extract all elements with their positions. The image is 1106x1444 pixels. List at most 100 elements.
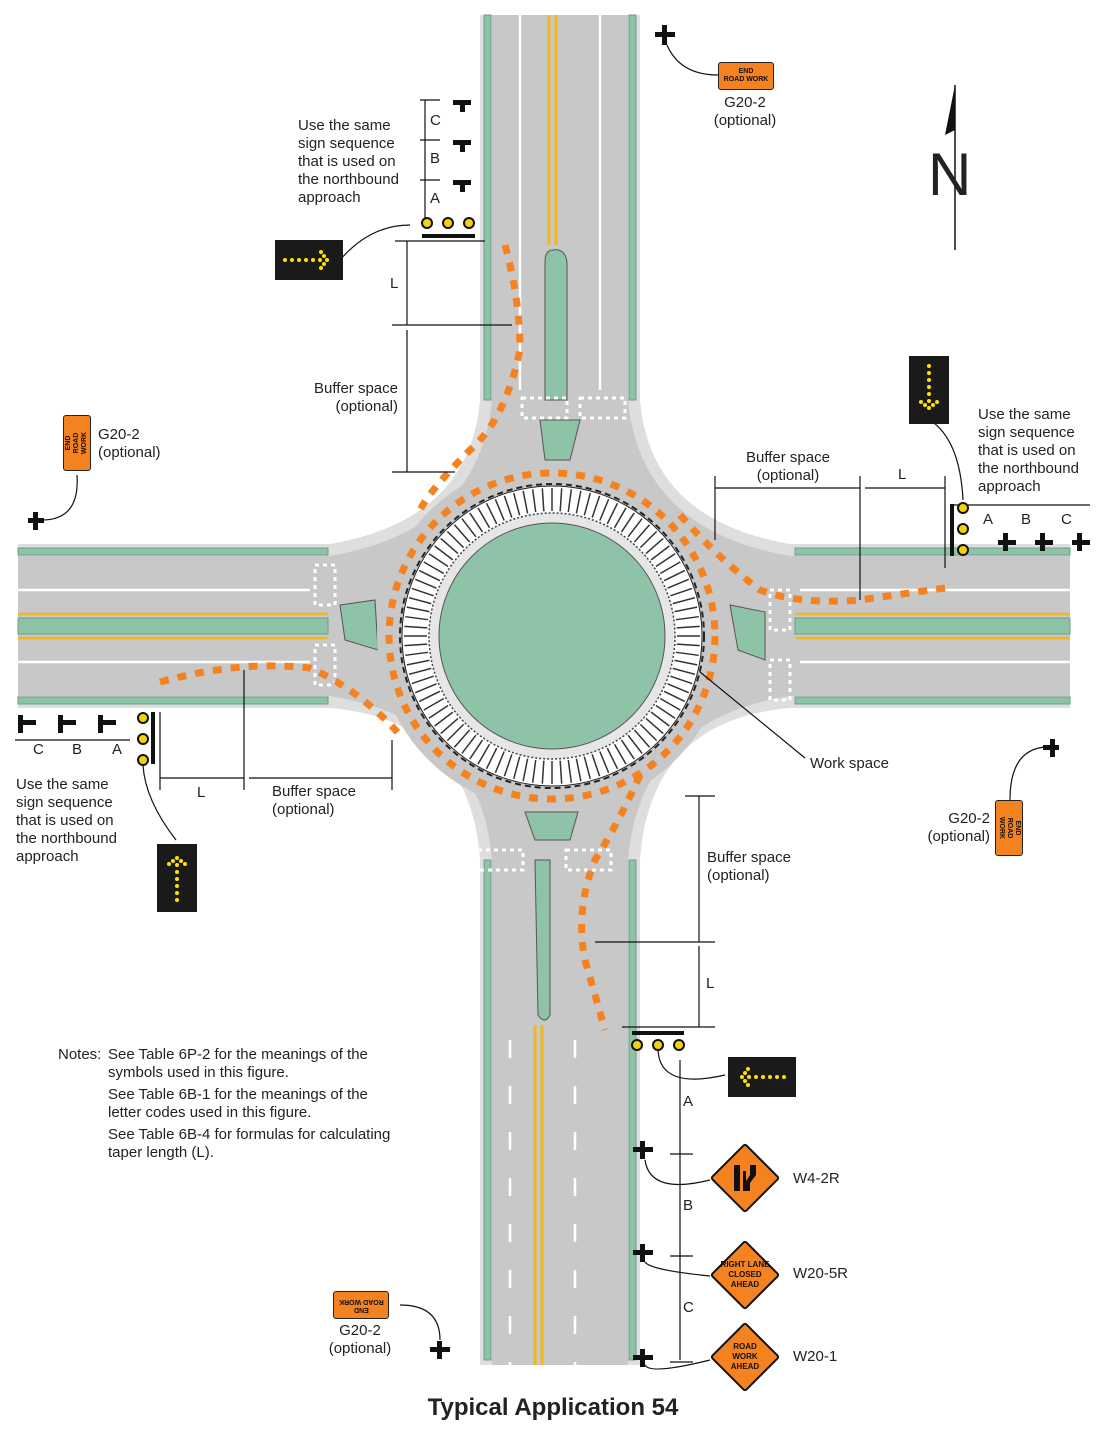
note-item: See Table 6B-1 for the meanings of the l… [108, 1086, 368, 1121]
sign-post-icon [1043, 739, 1059, 757]
apron-hatch-line [512, 492, 521, 516]
apron-hatch-line [408, 596, 432, 605]
dim-letter-b: B [72, 741, 83, 758]
sign-text: END ROAD WORK [65, 431, 88, 455]
end-road-work-sign-east: END ROAD WORK [995, 800, 1023, 856]
apron-hatch-line [503, 495, 513, 518]
apron-hatch-line [461, 518, 477, 538]
apron-hatch-line [567, 759, 573, 783]
apron-hatch-line [620, 739, 635, 760]
apron-hatch-line [599, 498, 610, 521]
sign-text: END ROAD WORK [998, 816, 1021, 840]
sign-text: END ROAD WORK [723, 68, 769, 83]
apron-hatch-line [633, 524, 651, 543]
apron-hatch-line [414, 578, 437, 589]
apron-hatch-line [406, 659, 430, 666]
apron-hatch-line [639, 723, 658, 742]
apron-hatch-line [676, 643, 700, 647]
apron-hatch-line [674, 606, 698, 613]
apron-hatch-line [418, 690, 441, 703]
w20-5r-label: W20-5R [793, 1265, 849, 1282]
buffer-label-east: Buffer space (optional) [746, 449, 830, 484]
note-item: See Table 6P-2 for the meanings of the s… [108, 1046, 368, 1081]
apron-hatch-line [404, 625, 428, 629]
dim-letter-l: L [197, 784, 206, 801]
apron-hatch-line [650, 711, 670, 727]
apron-hatch-line [477, 743, 491, 765]
north-label: N [928, 141, 972, 208]
sign-post-icon [1072, 533, 1090, 551]
dim-letter-c: C [1061, 511, 1072, 528]
dim-letter-a: A [430, 190, 441, 207]
arrow-board-icon [909, 356, 949, 424]
dim-letter-c: C [430, 112, 441, 129]
apron-hatch-line [675, 651, 699, 657]
apron-hatch-line [440, 537, 459, 555]
warning-lights [137, 217, 969, 1051]
central-island [438, 522, 666, 750]
sign-text: ROAD WORK AHEAD [730, 1342, 760, 1371]
apron-hatch-line [404, 643, 428, 647]
apron-hatch-line [512, 756, 521, 780]
sign-post-icon [98, 715, 116, 733]
arrow-board-icon [728, 1057, 796, 1097]
dimension-lines [15, 99, 1090, 1363]
apron-hatch-line [434, 711, 454, 727]
apron-hatch-line [428, 704, 449, 719]
apron-hatch-line [620, 512, 635, 533]
apron-hatch-line [663, 690, 686, 703]
work-space-label: Work space [810, 755, 889, 772]
apron-hatch-line [405, 615, 429, 621]
sign-post-icon [430, 1341, 450, 1359]
apron-hatch-line [541, 488, 545, 512]
apron-hatch-line [405, 651, 429, 657]
apron-hatch-line [414, 683, 437, 694]
figure-title: Typical Application 54 [427, 1394, 679, 1421]
apron-hatch-line [599, 751, 610, 774]
g20-label-south: G20-2 (optional) [328, 1322, 392, 1357]
apron-hatch-line [411, 675, 434, 685]
sign-post-icon [28, 512, 44, 530]
apron-hatch-line [522, 490, 529, 514]
apron-hatch-line [469, 512, 484, 533]
same-sequence-label-north: Use the same sign sequence that is used … [298, 117, 399, 206]
crosswalks [313, 396, 792, 872]
end-road-work-sign-west: END ROAD WORK [63, 415, 91, 471]
apron-hatch-line [650, 545, 670, 561]
apron-hatch-line [428, 553, 449, 568]
channelizing-devices [159, 244, 946, 1031]
apron-hatch-line [676, 625, 700, 629]
apron-hatch-line [423, 697, 445, 711]
apron-hatch-line [411, 587, 434, 597]
sign-post-icon [998, 533, 1016, 551]
dim-letter-c: C [683, 1299, 694, 1316]
apron-hatch-line [672, 596, 696, 605]
apron-hatch-line [645, 537, 664, 555]
w4-2r-sign [709, 1142, 781, 1214]
dim-letter-c: C [33, 741, 44, 758]
apron-hatch-line [453, 729, 471, 748]
apron-hatch-line [655, 553, 676, 568]
apron-hatch-line [485, 502, 498, 525]
apron-hatch-line [434, 545, 454, 561]
notes-block: Notes: See Table 6P-2 for the meanings o… [58, 1046, 398, 1166]
apron-hatch-line [503, 754, 513, 777]
dim-letter-b: B [1021, 511, 1032, 528]
apron-hatch-line [477, 507, 491, 529]
notes-body: See Table 6P-2 for the meanings of the s… [108, 1046, 398, 1166]
g20-label-east: G20-2 (optional) [927, 810, 990, 845]
apron-hatch-line [453, 524, 471, 543]
buffer-label-south: Buffer space (optional) [707, 849, 791, 884]
apron-hatch-line [633, 729, 651, 748]
apron-hatch-line [613, 507, 627, 529]
notes-heading: Notes: [58, 1046, 102, 1063]
apron-hatch-line [591, 754, 601, 777]
sign-post-icon [633, 1349, 653, 1367]
sign-post-icon [18, 715, 36, 733]
note-item: See Table 6B-4 for formulas for calculat… [108, 1126, 391, 1161]
apron-hatch-line [423, 561, 445, 575]
apron-hatch-line [667, 683, 690, 694]
sign-post-icon [633, 1244, 653, 1262]
apron-hatch-line [494, 498, 505, 521]
